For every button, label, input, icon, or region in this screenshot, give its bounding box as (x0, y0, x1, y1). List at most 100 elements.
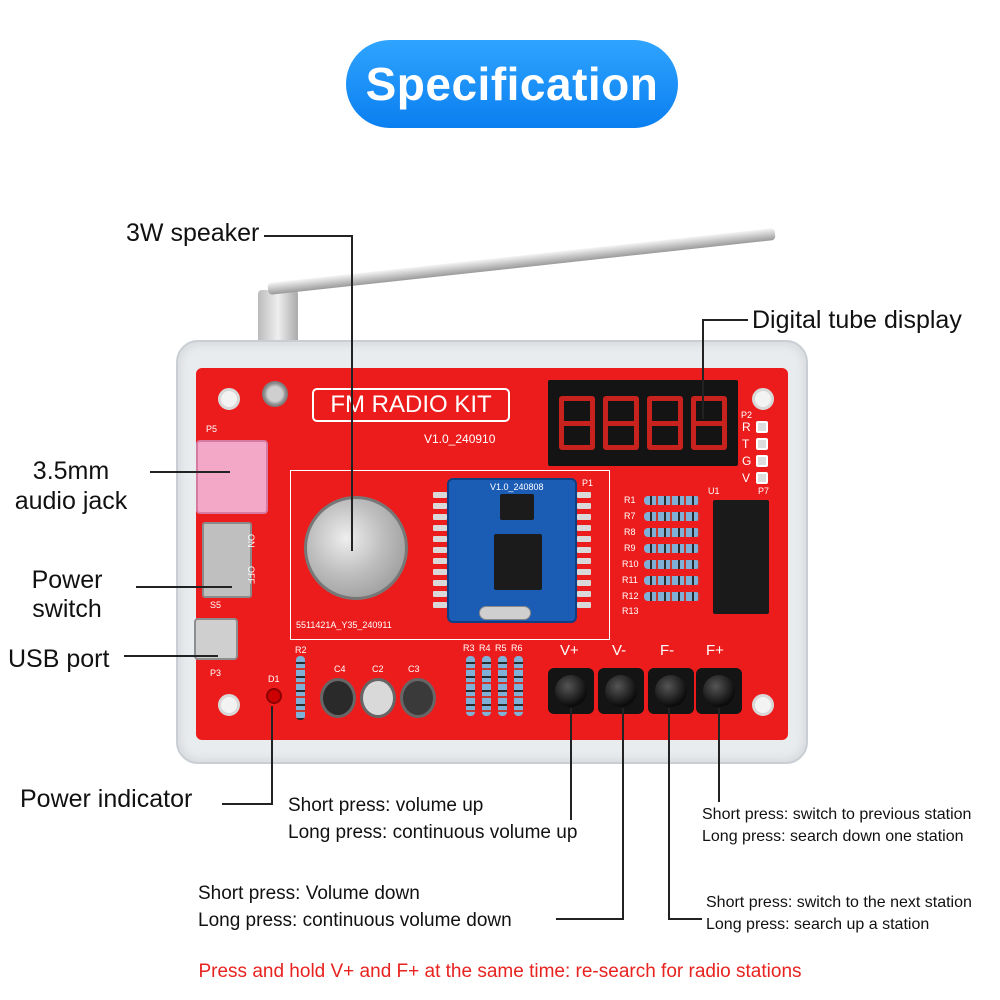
leader-line (124, 655, 218, 657)
leader-line (264, 235, 352, 237)
mount-hole (218, 694, 240, 716)
leader-line (570, 708, 572, 820)
resistor (296, 656, 305, 720)
cap-label: C3 (408, 664, 420, 674)
leader-line (668, 708, 670, 920)
power-indicator-led (266, 688, 282, 704)
u1-label: U1 (708, 486, 720, 496)
display-digit (603, 396, 639, 450)
mount-hole (752, 694, 774, 716)
leader-line (668, 918, 702, 920)
resistor-label: R8 (624, 527, 636, 537)
speaker-code: 5511421A_Y35_240911 (296, 620, 392, 630)
power-switch (202, 522, 252, 598)
driver-ic (713, 500, 769, 614)
display-digit (691, 396, 727, 450)
p5-label: P5 (206, 424, 218, 434)
vminus-button (598, 668, 644, 714)
audio-jack (196, 440, 268, 514)
kit-name-label: FM RADIO KIT (312, 388, 510, 422)
cap-label: C4 (334, 664, 346, 674)
resistor-label: R9 (624, 543, 636, 553)
fminus-long-note: Long press: search up a station (706, 916, 930, 933)
button-label-vplus: V+ (560, 642, 579, 659)
display-digit (559, 396, 595, 450)
d1-label: D1 (268, 674, 280, 684)
leader-line (351, 235, 353, 551)
leader-line (150, 471, 230, 473)
audio-jack-callout-line2: audio jack (14, 487, 128, 515)
telescopic-antenna (267, 227, 776, 295)
header-pin (756, 455, 768, 467)
switch-on-label: ON (246, 534, 256, 548)
resistor (644, 496, 700, 505)
cap-label: C2 (372, 664, 384, 674)
resistor (644, 512, 700, 521)
header-pin-label: T (742, 437, 750, 451)
module-chip (500, 494, 534, 520)
power-indicator-callout: Power indicator (20, 785, 193, 813)
s5-label: S5 (210, 600, 222, 610)
leader-line (271, 706, 273, 805)
header-pin-label: R (742, 420, 751, 434)
r2-label: R2 (295, 645, 307, 655)
capacitor (320, 678, 356, 718)
leader-line (702, 319, 748, 321)
resistor-label: R12 (622, 591, 639, 601)
resistor (514, 656, 523, 716)
power-switch-callout-line1: Power (31, 566, 103, 594)
leader-line (556, 918, 624, 920)
usb-port (194, 618, 238, 660)
resistor (644, 544, 700, 553)
fplus-button (696, 668, 742, 714)
p1-label: P1 (582, 478, 594, 488)
resistor-label: R13 (622, 606, 639, 616)
fminus-short-note: Short press: switch to the next station (706, 894, 972, 911)
usb-port-callout: USB port (8, 645, 110, 673)
mount-hole (752, 388, 774, 410)
p7-label: P7 (758, 486, 770, 496)
vminus-short-note: Short press: Volume down (198, 883, 420, 904)
resistor-label: R6 (511, 643, 523, 653)
header-pin-label: V (742, 471, 751, 485)
speaker-callout: 3W speaker (126, 219, 260, 247)
digital-tube-display (548, 380, 738, 466)
resistor-label: R5 (495, 643, 507, 653)
resistor (644, 592, 700, 601)
display-digit (647, 396, 683, 450)
fplus-long-note: Long press: search down one station (702, 828, 964, 845)
p2-label: P2 (741, 410, 753, 420)
switch-off-label: OFF (246, 566, 256, 584)
module-pins-left (433, 492, 447, 613)
vplus-long-note: Long press: continuous volume up (288, 822, 578, 843)
header-pin (756, 438, 768, 450)
leader-line (702, 319, 704, 419)
capacitor (360, 678, 396, 718)
fplus-short-note: Short press: switch to previous station (702, 806, 972, 823)
header-pin (756, 472, 768, 484)
header-pin-label: G (742, 454, 752, 468)
leader-line (136, 586, 232, 588)
screw (262, 381, 288, 407)
power-switch-callout-line2: switch (32, 595, 102, 623)
mount-hole (218, 388, 240, 410)
resistor-label: R1 (624, 495, 636, 505)
resistor (644, 560, 700, 569)
resistor (466, 656, 475, 716)
resistor-label: R7 (624, 511, 636, 521)
resistor-label: R10 (622, 559, 639, 569)
specification-title: Specification (346, 40, 678, 128)
fminus-button (648, 668, 694, 714)
resistor (482, 656, 491, 716)
leader-line (222, 803, 272, 805)
crystal (479, 606, 531, 620)
resistor-label: R4 (479, 643, 491, 653)
leader-line (718, 708, 720, 802)
resistor (498, 656, 507, 716)
board-version: V1.0_240910 (424, 432, 496, 446)
module-main-chip (494, 534, 542, 590)
resistor (644, 576, 700, 585)
speaker (304, 496, 408, 600)
resistor-label: R3 (463, 643, 475, 653)
module-pins-right (577, 492, 591, 613)
